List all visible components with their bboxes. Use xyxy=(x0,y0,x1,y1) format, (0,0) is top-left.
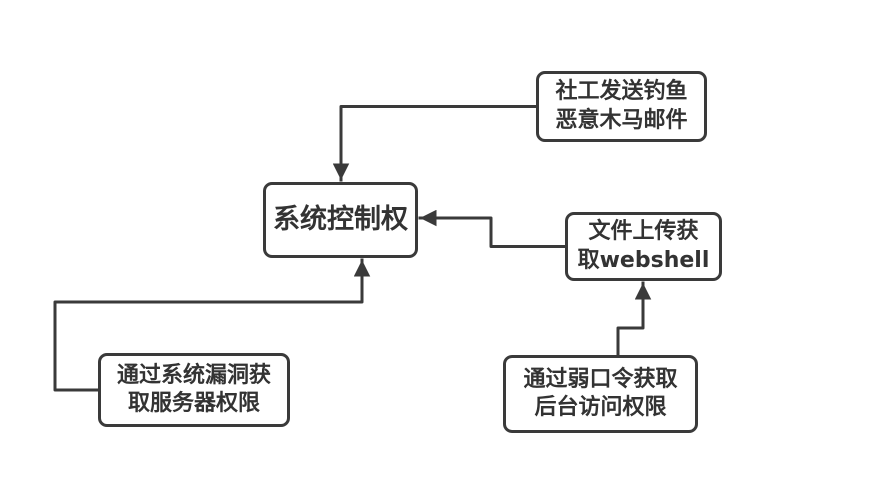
node-system-vuln: 通过系统漏洞获 取服务器权限 xyxy=(98,353,290,427)
edge-webshell-upload-to-system-control xyxy=(418,209,567,248)
node-weak-password: 通过弱口令获取 后台访问权限 xyxy=(503,355,698,433)
edge-phishing-email-to-system-control xyxy=(332,105,538,182)
node-label-line: 社工发送钓鱼 xyxy=(555,79,688,105)
node-phishing-email: 社工发送钓鱼 恶意木马邮件 xyxy=(536,71,707,142)
node-label-line: 通过系统漏洞获 xyxy=(116,362,271,388)
node-label-line: 取webshell xyxy=(577,247,710,273)
node-label-line: 系统控制权 xyxy=(273,203,408,235)
node-label-line: 取服务器权限 xyxy=(127,391,260,416)
edge-system-vuln-to-system-control xyxy=(53,258,371,392)
node-webshell-upload: 文件上传获 取webshell xyxy=(565,212,722,281)
node-label-line: 通过弱口令获取 xyxy=(523,366,678,392)
node-label-line: 后台访问权限 xyxy=(534,395,667,420)
node-label-line: 恶意木马邮件 xyxy=(555,107,688,133)
edge-weak-password-to-webshell-upload xyxy=(616,281,652,357)
node-system-control: 系统控制权 xyxy=(263,182,418,258)
node-label-line: 文件上传获 xyxy=(588,219,699,245)
